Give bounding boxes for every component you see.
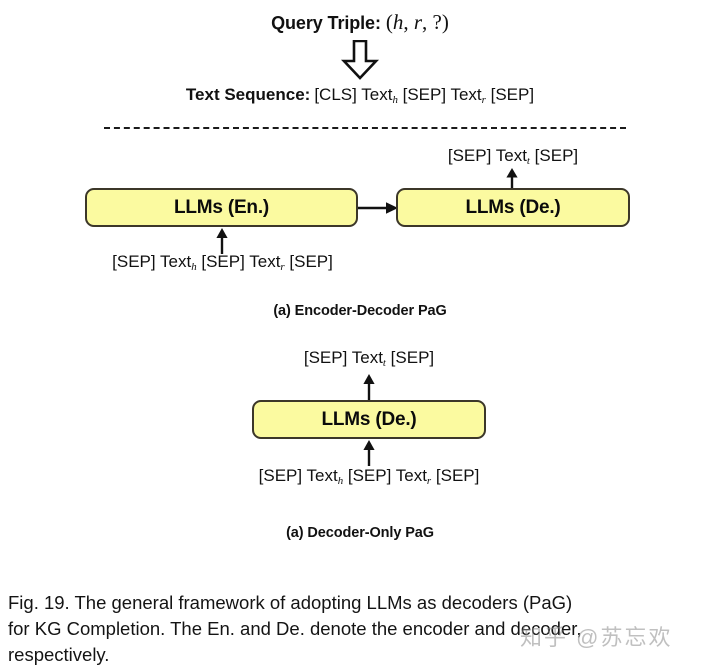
- panel-b-input-prefix: [SEP] Text: [258, 466, 338, 485]
- paren-close: ): [441, 10, 449, 34]
- panel-b-input-sub-h: h: [337, 475, 344, 488]
- llm-encoder-box-label: LLMs (En.): [173, 196, 270, 218]
- llm-decoder-box-panel-a[interactable]: LLMs (De.): [396, 188, 630, 227]
- figure-caption: Fig. 19. The general framework of adopti…: [8, 590, 708, 668]
- panel-a-encoder-input-prefix: [SEP] Text: [112, 252, 192, 271]
- panel-a-encoder-input-sub-r: r: [280, 261, 285, 274]
- text-sequence-label: Text Sequence:: [185, 85, 311, 104]
- query-triple-value: (h, r, ?): [386, 10, 449, 34]
- panel-a-decoder-output-sub-t: t: [526, 155, 530, 168]
- panel-a-decoder-output-label: [SEP] Textt [SEP]: [396, 146, 630, 167]
- llm-encoder-box[interactable]: LLMs (En.): [85, 188, 358, 227]
- query-comma-2: ,: [422, 10, 433, 34]
- text-sequence-line: Text Sequence:[CLS] Texth [SEP] Textr [S…: [0, 85, 720, 106]
- panel-b-input-suffix: [SEP]: [431, 466, 480, 485]
- figure-caption-line-2: for KG Completion. The En. and De. denot…: [8, 618, 582, 639]
- text-sequence-prefix: [CLS] Text: [314, 85, 393, 104]
- llm-decoder-box-panel-a-label: LLMs (De.): [465, 196, 561, 218]
- panel-b-output-prefix: [SEP] Text: [303, 348, 383, 367]
- text-sequence-value: [CLS] Texth [SEP] Textr [SEP]: [314, 85, 535, 107]
- panel-b-input-label: [SEP] Texth [SEP] Textr [SEP]: [188, 466, 550, 487]
- panel-a-decoder-output-prefix: [SEP] Text: [447, 146, 527, 165]
- panel-a-caption: (a) Encoder-Decoder PaG: [273, 303, 447, 319]
- text-sequence-sub-h: h: [392, 94, 398, 107]
- query-triple-label: Query Triple:: [271, 13, 381, 33]
- panel-a-encoder-input-sub-h: h: [191, 261, 197, 274]
- panel-b-output-suffix: [SEP]: [385, 348, 435, 367]
- section-divider: [104, 127, 626, 129]
- figure-caption-line-3: respectively.: [8, 644, 110, 665]
- panel-b-input-mid: [SEP] Text: [343, 466, 427, 485]
- panel-b-output-arrow-icon: [363, 374, 375, 400]
- text-sequence-suffix: [SEP]: [485, 85, 535, 104]
- panel-a-encoder-input-label: [SEP] Texth [SEP] Textr [SEP]: [0, 252, 445, 273]
- llm-decoder-box-panel-b-label: LLMs (De.): [321, 408, 417, 430]
- panel-a-decoder-output-suffix: [SEP]: [529, 146, 579, 165]
- query-unknown-mark: ?: [432, 10, 442, 34]
- panel-a-encoder-input-suffix: [SEP]: [284, 252, 333, 271]
- hollow-down-arrow-icon: [340, 40, 380, 80]
- panel-b-input-sub-r: r: [426, 475, 432, 488]
- panel-b-caption: (a) Decoder-Only PaG: [286, 525, 434, 541]
- encoder-to-decoder-arrow-icon: [358, 202, 398, 214]
- panel-b-output-label: [SEP] Textt [SEP]: [252, 348, 486, 369]
- text-sequence-sub-r: r: [481, 94, 486, 107]
- query-triple-line: Query Triple:(h, r, ?): [0, 10, 720, 35]
- text-sequence-mid: [SEP] Text: [397, 85, 482, 104]
- query-comma-1: ,: [403, 10, 414, 34]
- query-head-var: h: [392, 10, 404, 34]
- panel-a-encoder-input-arrow-icon: [216, 228, 228, 254]
- panel-a-encoder-input-mid: [SEP] Text: [196, 252, 281, 271]
- panel-b-input-arrow-icon: [363, 440, 375, 466]
- panel-a-decoder-output-arrow-icon: [506, 168, 518, 190]
- figure-caption-line-1: Fig. 19. The general framework of adopti…: [8, 592, 573, 613]
- query-relation-var: r: [413, 10, 423, 34]
- llm-decoder-box-panel-b[interactable]: LLMs (De.): [252, 400, 486, 439]
- panel-b-output-sub-t: t: [382, 357, 386, 370]
- paren-open: (: [385, 10, 393, 34]
